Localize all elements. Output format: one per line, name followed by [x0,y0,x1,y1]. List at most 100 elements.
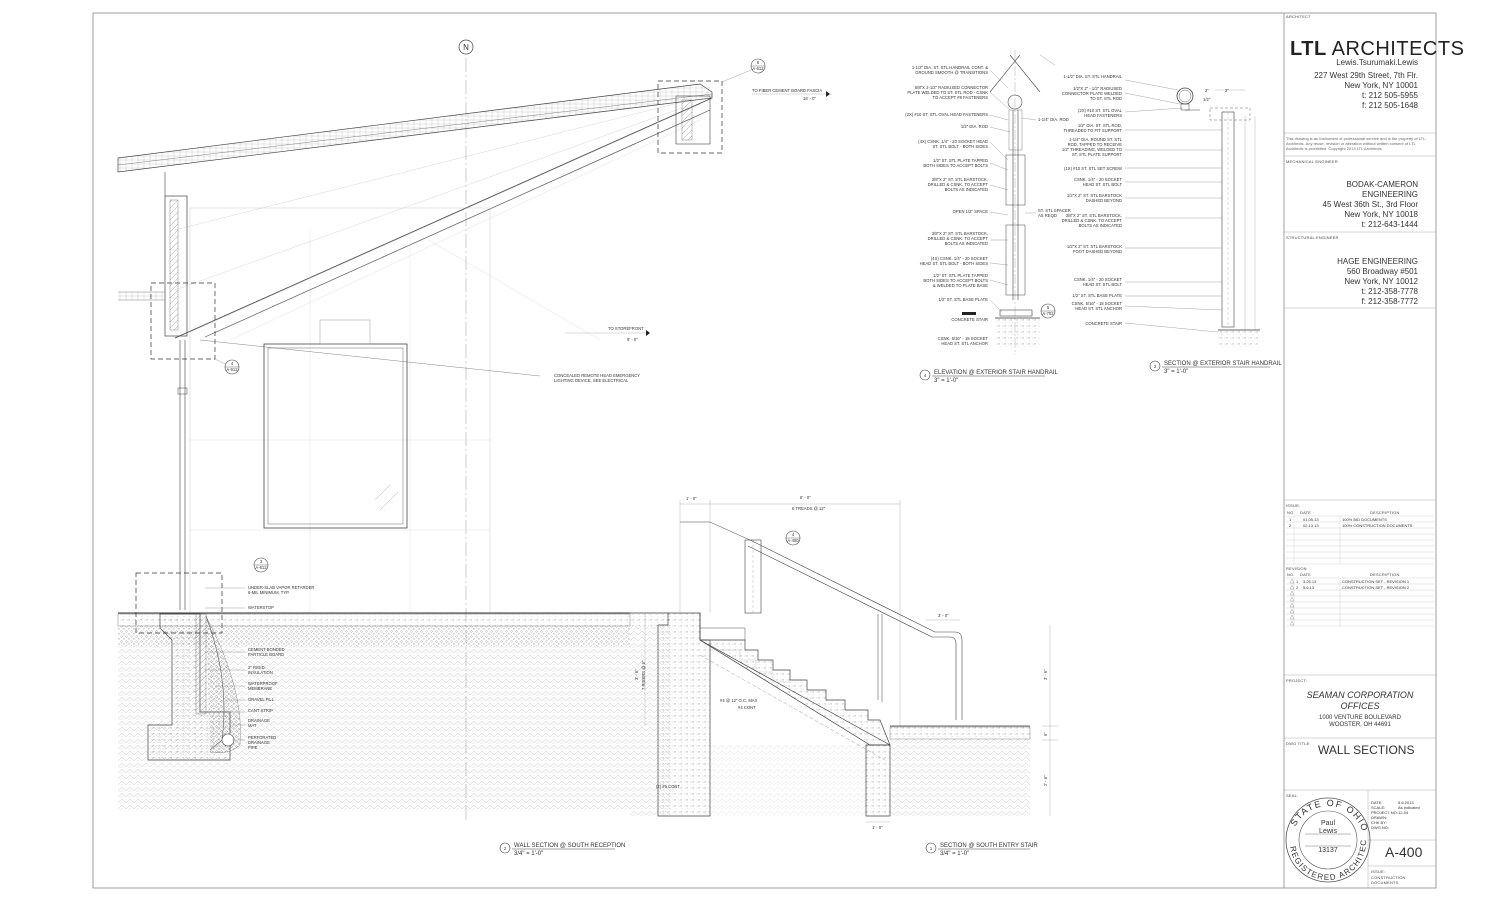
dim-slab: 6" [1043,732,1048,736]
north-marker [458,39,474,55]
revision-row-1-date: 3.25.13 [1303,579,1317,584]
svg-text:A-612: A-612 [255,565,267,570]
struct-address: 560 Broadway #501 [1346,267,1418,276]
svg-text:1/2" DIA. ROD: 1/2" DIA. ROD [961,124,988,129]
svg-text:2: 2 [504,846,507,851]
handrail-elevation-notes: 1-1/2" DIA. ST. STL HANDRAIL CONT. & GRO… [905,65,1071,384]
svg-text:1-1/4" DIA. ROD: 1-1/4" DIA. ROD [1038,117,1069,122]
note-rebar-cont: #4 CONT [738,705,756,710]
note-cement-board: CEMENT BONDED [248,647,285,652]
note-vapor-retarder: UNDER-SLAB VAPOR RETARDER [248,585,314,590]
note-vapor-retarder-2: 6-MIL MINIMUM, TYP. [248,590,290,595]
elev-fascia-value: 16' - 0" [803,96,817,101]
project-city: WOOSTER, OH 44691 [1329,722,1391,728]
mech-phone: t: 212-643-1444 [1361,220,1419,229]
svg-text:(4X) CSNK. 1/4" - 20 SOCKET HE: (4X) CSNK. 1/4" - 20 SOCKET HEAD [918,139,988,144]
svg-text:HEAD ST. STL ANCHOR: HEAD ST. STL ANCHOR [1075,306,1122,311]
svg-text:HEAD ST. STL BOLT - BOTH SIDES: HEAD ST. STL BOLT - BOTH SIDES [920,261,989,266]
svg-text:3" = 1'-0": 3" = 1'-0" [1164,369,1188,375]
revision-col-no: NO. [1287,572,1295,577]
svg-text:HEAD FASTENERS: HEAD FASTENERS [1084,113,1122,118]
elev-fascia-label: TO FIBER CEMENT BOARD FASCIA [752,88,822,93]
mech-name: BODAK-CAMERON ENGINEERING [1346,180,1418,199]
sheet-number: A-400 [1385,844,1423,860]
svg-text:CONCRETE STAIR: CONCRETE STAIR [951,317,988,322]
dim-top-run: 6' - 0" [800,495,811,500]
svg-text:1/2"X 2" ST. STL BARSTOCK: 1/2"X 2" ST. STL BARSTOCK [1067,193,1122,198]
project-name-2: OFFICES [1340,701,1380,711]
firm-phone: t: 212 505-5955 [1361,91,1418,100]
struct-city: New York, NY 10012 [1344,277,1418,286]
architect-seal [1285,797,1371,883]
struct-fax: f: 212-358-7772 [1361,297,1419,306]
revision-row-2-no: 2 [1296,585,1299,590]
svg-text:FOOT DASHED BEYOND: FOOT DASHED BEYOND [1073,249,1122,254]
svg-text:ST. STL BOLT - BOTH SIDES: ST. STL BOLT - BOTH SIDES [932,144,988,149]
svg-text:1/2" ST. STL BASE PLATE: 1/2" ST. STL BASE PLATE [938,297,988,302]
svg-text:DASHED BEYOND: DASHED BEYOND [1086,198,1122,203]
issue-row-2-no: 2 [1289,523,1292,528]
svg-text:6: 6 [757,60,760,65]
stair-section-notes: 1' - 0" 6' - 0" 6 TREADS @ 12" 3' - 0" 3… [634,495,1048,857]
firm-name-short: LTL [1290,38,1327,60]
svg-text:ELEVATION @ EXTERIOR STAIR HAN: ELEVATION @ EXTERIOR STAIR HANDRAIL [934,370,1058,376]
issue-bottom-label: ISSUE: [1371,869,1386,874]
struct-phone: t: 212-358-7778 [1361,287,1419,296]
firm-fax: f: 212 505-1648 [1361,101,1418,110]
note-drain-pipe-2: DRAINAGE [248,740,270,745]
north-label: N [463,43,469,52]
issue-row-1-desc: 100% BID DOCUMENTS [1342,517,1387,522]
firm-address: 227 West 29th Street, 7th Flr. [1314,71,1418,80]
svg-text:3/4" = 1'-0": 3/4" = 1'-0" [940,851,969,857]
svg-text:4: 4 [231,361,234,366]
svg-text:3" = 1'-0": 3" = 1'-0" [934,378,958,384]
svg-text:5: 5 [1047,305,1050,310]
note-waterproof: WATERPROOF [248,681,278,686]
svg-text:WALL SECTION @ SOUTH RECEPTION: WALL SECTION @ SOUTH RECEPTION [514,843,625,849]
note-drainage-mat-2: MAT [248,723,257,728]
dim-treads: 6 TREADS @ 12" [792,506,826,511]
issue-label: ISSUE: [1286,503,1301,508]
svg-text:(2X) #10 ST. STL OVAL: (2X) #10 ST. STL OVAL [1078,108,1123,113]
sheet-info: DATE:5.6.2013 SCALE:As indicated PROJECT… [1371,800,1435,830]
revision-row-2-desc: CONSTRUCTION SET - REVISION 2 [1342,585,1410,590]
handrail-section-notes: 1-1/2" DIA. ST. STL HANDRAIL 1/2"X 2" - … [1062,74,1283,375]
struct-block: HAGE ENGINEERING 560 Broadway #501 New Y… [1300,257,1418,307]
svg-text:DRILLED & CSNK. TO ACCEPT: DRILLED & CSNK. TO ACCEPT [928,182,989,187]
firm-name-rest: ARCHITECTS [1326,38,1465,60]
svg-text:THREADED TO FIT SUPPORT: THREADED TO FIT SUPPORT [1063,128,1122,133]
seal-ring-bottom: REGISTERED ARCHITECT [0,0,1367,882]
note-drainage-mat: DRAINAGE [248,718,270,723]
svg-text:1/2" ST. STL BASE PLATE: 1/2" ST. STL BASE PLATE [1072,293,1122,298]
svg-text:1/2" THREADING, WELDED TO: 1/2" THREADING, WELDED TO [1062,147,1123,152]
svg-text:CSNK. 5/16" - 18 SOCKET: CSNK. 5/16" - 18 SOCKET [938,336,989,341]
revision-col-date: DATE [1300,572,1312,577]
note-waterstop: WATERSTOP [248,605,274,610]
svg-text:A-400: A-400 [787,538,799,543]
svg-text:BOTH SIDES TO ACCEPT BOLTS: BOTH SIDES TO ACCEPT BOLTS [923,278,988,283]
svg-text:GROUND SMOOTH @ TRANSITIONS: GROUND SMOOTH @ TRANSITIONS [915,70,988,75]
dwg-title: WALL SECTIONS [1318,743,1415,757]
svg-text:BOLTS AS INDICATED: BOLTS AS INDICATED [945,187,988,192]
info-value-date: 5.6.2013 [1398,800,1414,805]
issue-row-1-date: 01.05.13 [1303,517,1319,522]
svg-text:(2X) #10 ST. STL OVAL HEAD FAS: (2X) #10 ST. STL OVAL HEAD FASTENERS [905,112,988,117]
issue-row-1-no: 1 [1289,517,1292,522]
seal-label: SEAL: [1286,793,1299,798]
svg-text:1/2" ST. STL PLATE TAPPED: 1/2" ST. STL PLATE TAPPED [933,273,988,278]
legal-notice: This drawing is an instrument of profess… [1286,136,1426,151]
dim-footing: 2' - 6" [1043,775,1048,786]
dim-bottom: 1' - 0" [872,825,883,830]
svg-text:1/2" ST. STL PLATE TAPPED: 1/2" ST. STL PLATE TAPPED [933,158,988,163]
svg-text:1-1/2" DIA. ST. STL HANDRAIL: 1-1/2" DIA. ST. STL HANDRAIL [1063,74,1122,79]
svg-text:3/8"X 2" ST. STL BARSTOCK,: 3/8"X 2" ST. STL BARSTOCK, [932,231,988,236]
svg-text:DRILLED & CSNK. TO ACCEPT: DRILLED & CSNK. TO ACCEPT [1062,218,1123,223]
svg-text:AS REQD: AS REQD [1038,213,1057,218]
note-emergency-lighting-2: LIGHTING DEVICE, SEE ELECTRICAL [554,378,629,383]
note-cement-board-2: PARTICLE BOARD [248,652,284,657]
svg-text:3: 3 [260,559,263,564]
svg-text:SECTION @ SOUTH ENTRY STAIR: SECTION @ SOUTH ENTRY STAIR [940,843,1038,849]
stair-section-drawing [630,500,1058,823]
note-rebar-spacing: #4 @ 12" O.C. MAX [720,698,758,703]
project-name-1: SEAMAN CORPORATION [1306,690,1414,700]
